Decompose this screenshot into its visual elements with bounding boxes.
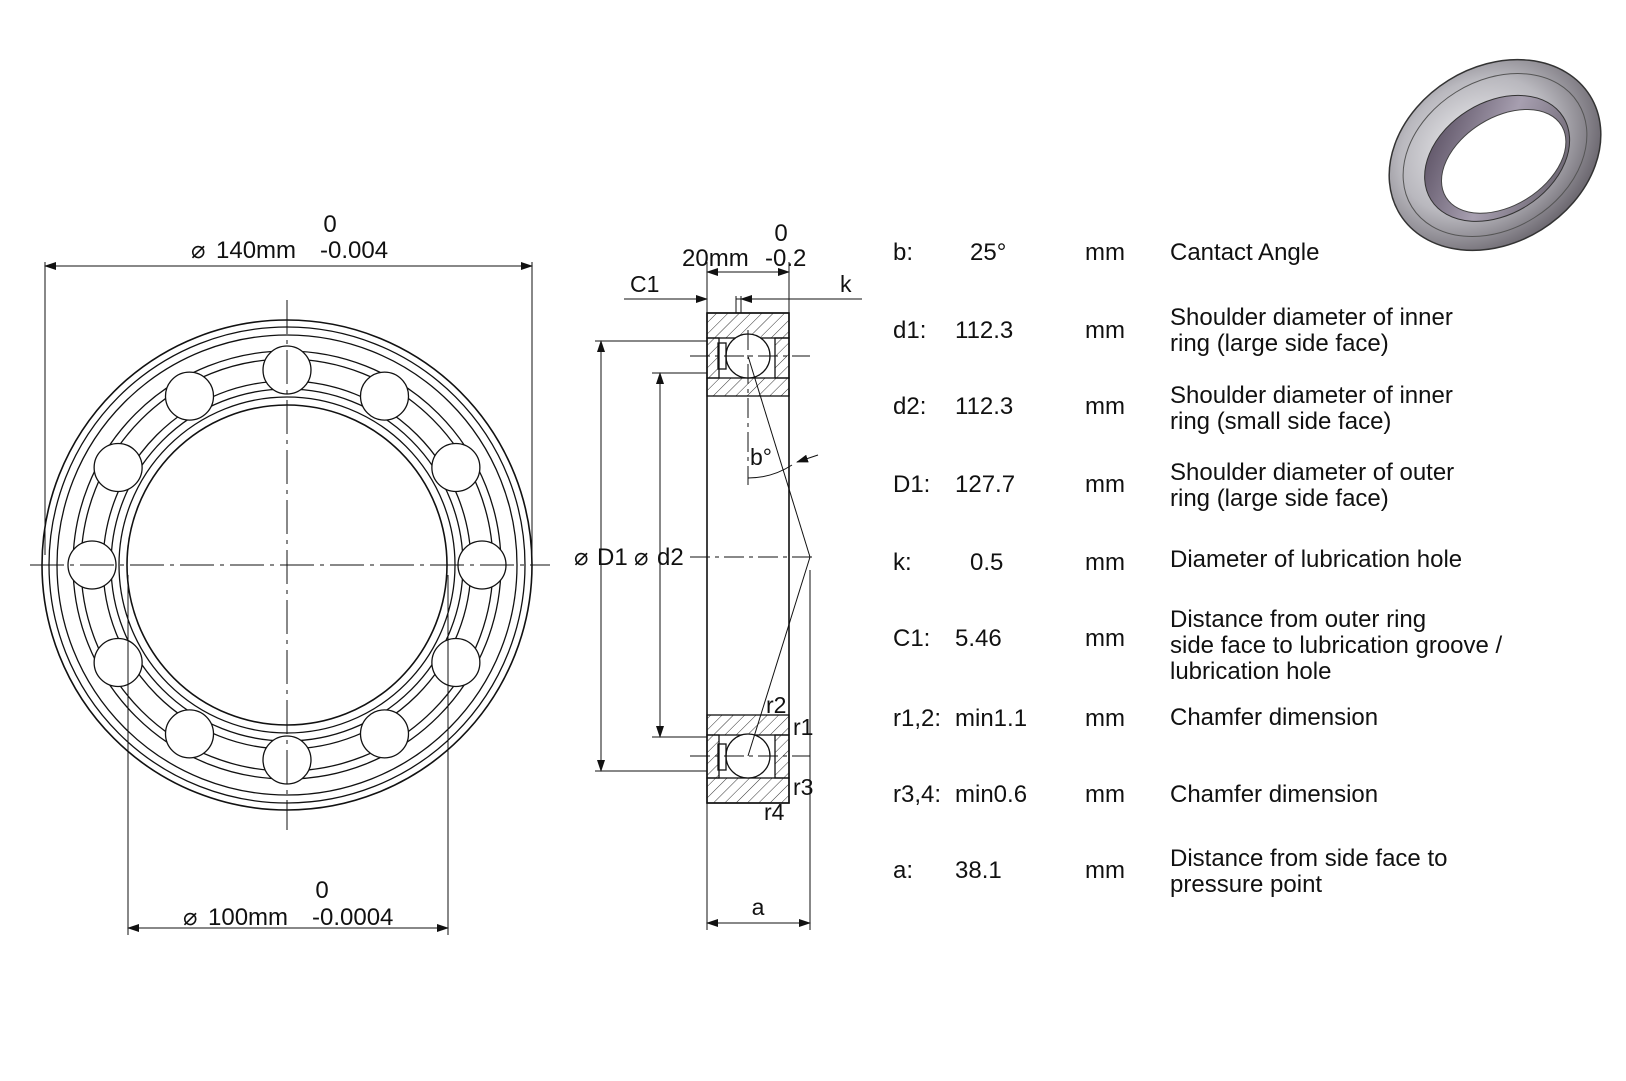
spec-value: 38.1 (955, 857, 1002, 884)
ball (431, 442, 481, 493)
ball (431, 637, 481, 688)
spec-description: Cantact Angle (1170, 239, 1320, 266)
inner-diameter-value: 100mm (208, 904, 288, 931)
spec-value: 112.3 (955, 317, 1014, 344)
front-dim-texts: 0 ⌀ 140mm -0.004 0 ⌀ 100mm -0.0004 (183, 211, 393, 931)
spec-description: Chamfer dimension (1170, 781, 1379, 808)
spec-description: side face to lubrication groove / (1170, 632, 1503, 659)
spec-unit: mm (1085, 549, 1125, 576)
inner-tol-upper: 0 (315, 877, 328, 904)
inner-diameter-symbol: ⌀ (183, 904, 197, 931)
b-angle-label: b° (750, 444, 772, 470)
spec-unit: mm (1085, 317, 1125, 344)
spec-unit: mm (1085, 471, 1125, 498)
spec-description: ring (large side face) (1170, 485, 1389, 512)
diameter-symbol-d2: ⌀ (634, 544, 648, 571)
spec-description: lubrication hole (1170, 658, 1332, 685)
outer-diameter-symbol: ⌀ (191, 237, 205, 264)
width-tol-lower: -0.2 (765, 245, 806, 272)
spec-symbol: r3,4: (893, 781, 942, 808)
D1-label: D1 (597, 544, 628, 571)
width-tol-upper: 0 (774, 220, 787, 247)
spec-unit: mm (1085, 857, 1125, 884)
spec-description: pressure point (1170, 871, 1323, 898)
spec-symbol: d2: (893, 393, 927, 420)
spec-symbol: d1: (893, 317, 927, 344)
spec-unit: mm (1085, 625, 1125, 652)
spec-unit: mm (1085, 781, 1125, 808)
r4-label: r4 (764, 799, 785, 825)
spec-description: Distance from side face to (1170, 845, 1448, 872)
spec-value: min0.6 (955, 781, 1028, 808)
spec-value: 112.3 (955, 393, 1014, 420)
outer-tol-lower: -0.004 (320, 237, 388, 264)
spec-description: Shoulder diameter of outer (1170, 459, 1455, 486)
spec-unit: mm (1085, 239, 1125, 266)
spec-symbol: C1: (893, 625, 931, 652)
a-label: a (752, 894, 765, 920)
r2-label: r2 (766, 692, 786, 718)
section-view (595, 262, 862, 930)
spec-unit: mm (1085, 393, 1125, 420)
spec-value: 25° (970, 239, 1007, 266)
diameter-symbol-D1: ⌀ (574, 544, 588, 571)
ball (359, 709, 410, 759)
c1-label: C1 (630, 271, 659, 297)
spec-value: 127.7 (955, 471, 1016, 498)
spec-symbol: a: (893, 857, 914, 884)
outer-diameter-value: 140mm (216, 237, 296, 264)
spec-description: Shoulder diameter of inner (1170, 382, 1453, 409)
ball (93, 442, 143, 493)
ball (164, 371, 215, 421)
front-view (30, 262, 550, 935)
ball (164, 709, 215, 759)
spec-symbol: k: (893, 549, 912, 576)
ball (359, 371, 410, 421)
ball (93, 637, 143, 688)
spec-description: Shoulder diameter of inner (1170, 304, 1453, 331)
spec-unit: mm (1085, 705, 1125, 732)
spec-symbol: r1,2: (893, 705, 942, 732)
spec-description: ring (small side face) (1170, 408, 1392, 435)
spec-description: ring (large side face) (1170, 330, 1389, 357)
bearing-3d-image (1388, 58, 1602, 252)
spec-description: Diameter of lubrication hole (1170, 546, 1463, 573)
spec-value: 5.46 (955, 625, 1002, 652)
d2-label: d2 (657, 544, 684, 571)
spec-symbol: b: (893, 239, 914, 266)
inner-tol-lower: -0.0004 (312, 904, 393, 931)
spec-symbol: D1: (893, 471, 931, 498)
spec-value: min1.1 (955, 705, 1028, 732)
spec-description: Chamfer dimension (1170, 704, 1379, 731)
spec-description: Distance from outer ring (1170, 606, 1427, 633)
k-label: k (840, 271, 852, 297)
r1-label: r1 (793, 714, 813, 740)
outer-tol-upper: 0 (323, 211, 336, 238)
spec-value: 0.5 (970, 549, 1004, 576)
r3-label: r3 (793, 774, 813, 800)
width-value: 20mm (682, 245, 749, 272)
section-labels: 0 20mm -0.2 C1 k b° ⌀ D1 ⌀ d2 r2 r1 r3 r… (574, 220, 852, 920)
